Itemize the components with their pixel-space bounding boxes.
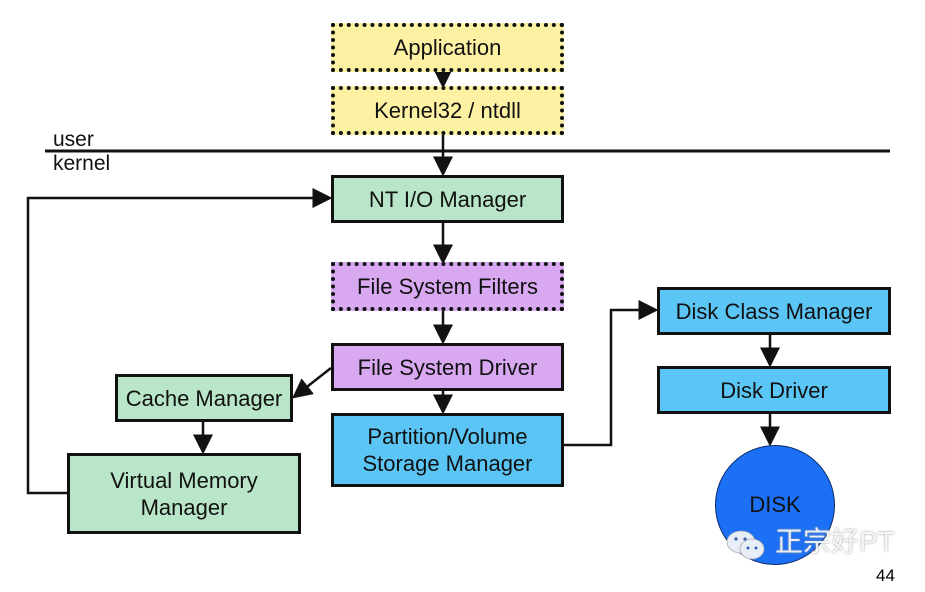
cache-manager-box: Cache Manager (115, 374, 293, 422)
vmm-line1: Virtual Memory (110, 467, 258, 493)
kernel-mode-label: kernel (53, 152, 111, 175)
arrow-driver-to-cache (292, 367, 332, 399)
arrow-vmm-to-io (26, 188, 333, 495)
fs-filters-box: File System Filters (331, 262, 564, 311)
partition-manager-box: Partition/Volume Storage Manager (331, 413, 564, 487)
user-mode-label: user (53, 128, 94, 151)
application-box: Application (331, 23, 564, 72)
fs-driver-box: File System Driver (331, 343, 564, 391)
disk-driver-box: Disk Driver (657, 366, 891, 414)
disk-class-manager-box: Disk Class Manager (657, 287, 891, 335)
io-manager-box: NT I/O Manager (331, 175, 564, 223)
vmm-line2: Manager (140, 494, 228, 520)
wechat-icon (726, 530, 765, 560)
arrow-partition-to-diskclass (563, 300, 659, 447)
kernel32-box: Kernel32 / ntdll (331, 86, 564, 135)
page-number: 44 (876, 566, 895, 585)
watermark-text: 正宗好PT (775, 526, 895, 557)
partition-line2: Storage Manager (362, 451, 533, 476)
partition-line1: Partition/Volume (367, 424, 528, 449)
vmm-box: Virtual Memory Manager (67, 453, 301, 534)
